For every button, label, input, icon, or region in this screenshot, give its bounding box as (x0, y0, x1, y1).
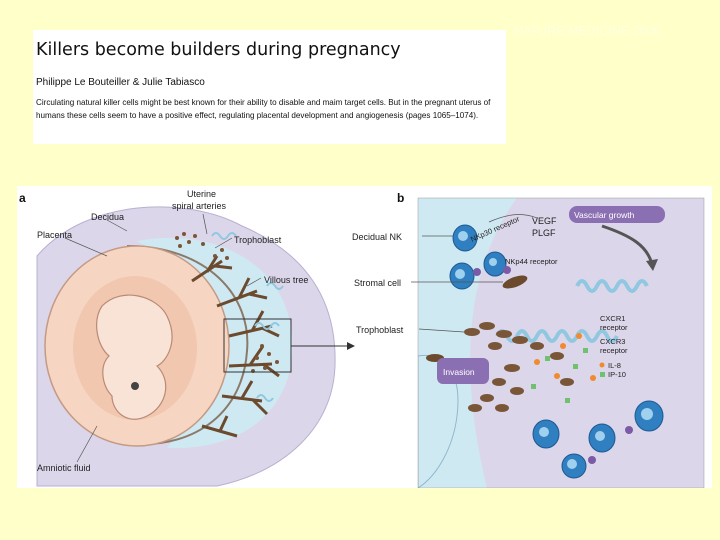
spiral-arteries (211, 232, 284, 402)
label-cxcr3-receptor: receptor (600, 346, 628, 355)
label-cxcr1-receptor: receptor (600, 323, 628, 332)
label-spiral-arteries: spiral arteries (172, 201, 227, 211)
article-header: Killers become builders during pregnancy… (33, 30, 506, 144)
panel-a-letter: a (19, 191, 26, 205)
label-stromal-cell: Stromal cell (354, 278, 401, 288)
label-vascular-growth: Vascular growth (574, 210, 635, 220)
label-decidua: Decidua (91, 212, 124, 222)
vascular-growth-arrow-head (646, 259, 658, 271)
label-decidual-nk: Decidual NK (352, 232, 402, 242)
fetus-eye (131, 382, 139, 390)
label-invasion: Invasion (443, 367, 475, 377)
fetus (96, 294, 173, 420)
chorionic-plate (126, 245, 249, 446)
paper-abstract: Circulating natural killer cells might b… (36, 98, 491, 120)
villous-trees (191, 255, 280, 438)
panel-b-border (417, 197, 705, 488)
label-placenta: Placenta (37, 230, 72, 240)
paper-authors: Philippe Le Bouteiller & Julie Tabiasco (36, 77, 205, 88)
label-plgf: PLGF (532, 228, 556, 238)
label-villous-tree: Villous tree (264, 275, 308, 285)
paper-title: Killers become builders during pregnancy (36, 40, 401, 60)
vascular-growth-arrow (601, 224, 654, 265)
label-nkp44-receptor: NKp44 receptor (505, 257, 558, 266)
label-il8: IL-8 (608, 361, 621, 370)
label-uterine: Uterine (187, 189, 216, 199)
trophoblast-dots (175, 232, 279, 373)
il8-legend-icon (599, 362, 605, 368)
panel-b-scene (418, 198, 704, 488)
panel-b-letter: b (397, 191, 404, 205)
label-cxcr1: CXCR1 (600, 314, 625, 323)
zoom-arrow-head (347, 342, 355, 350)
figure-panel: a Dec (17, 186, 712, 488)
figure-illustration: a Dec (19, 189, 705, 488)
label-trophoblast-a: Trophoblast (234, 235, 282, 245)
journal-citation: NATURE MEDICINE 2006 (514, 24, 661, 38)
label-amniotic-fluid: Amniotic fluid (37, 463, 91, 473)
label-trophoblast-b: Trophoblast (356, 325, 404, 335)
panel-b-leaders (411, 214, 538, 333)
label-cxcr3: CXCR3 (600, 337, 625, 346)
ip10-legend-icon (600, 372, 605, 377)
label-vegf: VEGF (532, 216, 557, 226)
label-ip10: IP-10 (608, 370, 626, 379)
panel-a-leaders (64, 213, 262, 463)
